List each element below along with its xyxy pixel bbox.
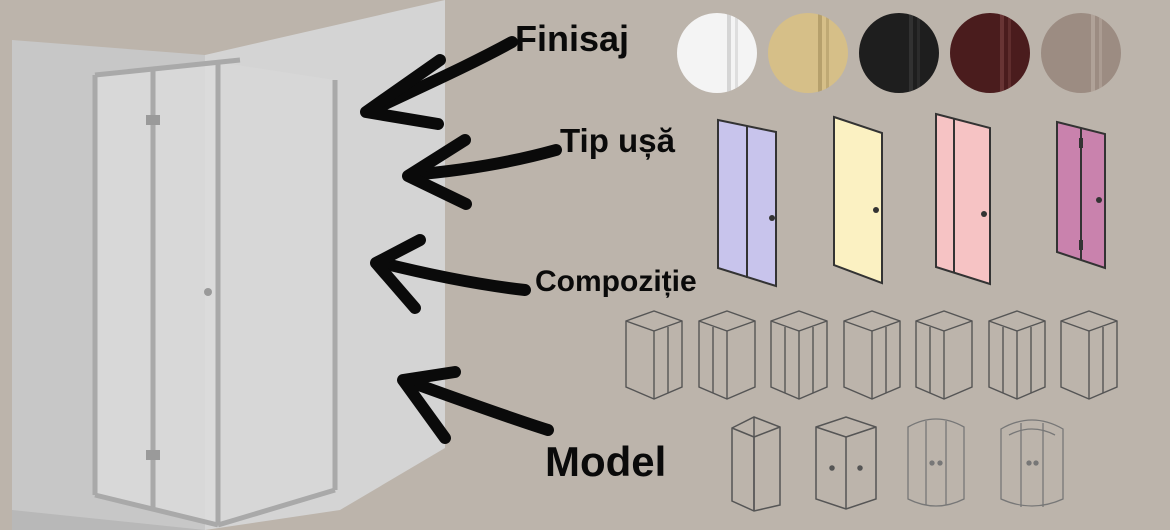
composition-6-icon[interactable]	[985, 307, 1049, 402]
model-square-icon[interactable]	[812, 413, 880, 513]
door-type-sliding-icon[interactable]	[712, 118, 782, 288]
composition-5-icon[interactable]	[912, 307, 976, 402]
label-composition: Compoziție	[535, 265, 697, 298]
door-type-hinged-icon[interactable]	[830, 115, 886, 285]
model-quadrant-double-icon[interactable]	[995, 413, 1069, 513]
swatch-burgundy[interactable]	[950, 13, 1030, 93]
shower-frame	[92, 57, 338, 528]
side-glass-panel	[218, 62, 335, 525]
arrows	[360, 36, 562, 444]
swatch-black[interactable]	[859, 13, 939, 93]
arrow-door-type	[402, 134, 562, 210]
swatch-taupe[interactable]	[1041, 13, 1121, 93]
hinge-top	[146, 115, 160, 125]
composition-4-icon[interactable]	[840, 307, 904, 402]
label-model: Model	[545, 438, 667, 485]
front-glass-panel	[95, 62, 218, 525]
arrow-model	[397, 366, 554, 444]
door-type-bifold-icon[interactable]	[1053, 120, 1109, 270]
hinge-bottom	[146, 450, 160, 460]
swatch-white[interactable]	[677, 13, 757, 93]
model-quadrant-icon[interactable]	[902, 413, 970, 513]
label-finish: Finisaj	[515, 18, 630, 59]
arrow-finish	[360, 36, 518, 130]
composition-1-icon[interactable]	[622, 307, 686, 402]
arrow-composition	[370, 234, 531, 314]
label-door-type: Tip ușă	[560, 122, 675, 159]
composition-3-icon[interactable]	[767, 307, 831, 402]
floor	[12, 510, 205, 530]
door-type-pivot-icon[interactable]	[932, 112, 994, 287]
model-pentagonal-icon[interactable]	[722, 413, 784, 513]
swatch-gold[interactable]	[768, 13, 848, 93]
composition-2-icon[interactable]	[695, 307, 759, 402]
composition-7-icon[interactable]	[1057, 307, 1121, 402]
door-handle	[204, 288, 212, 296]
